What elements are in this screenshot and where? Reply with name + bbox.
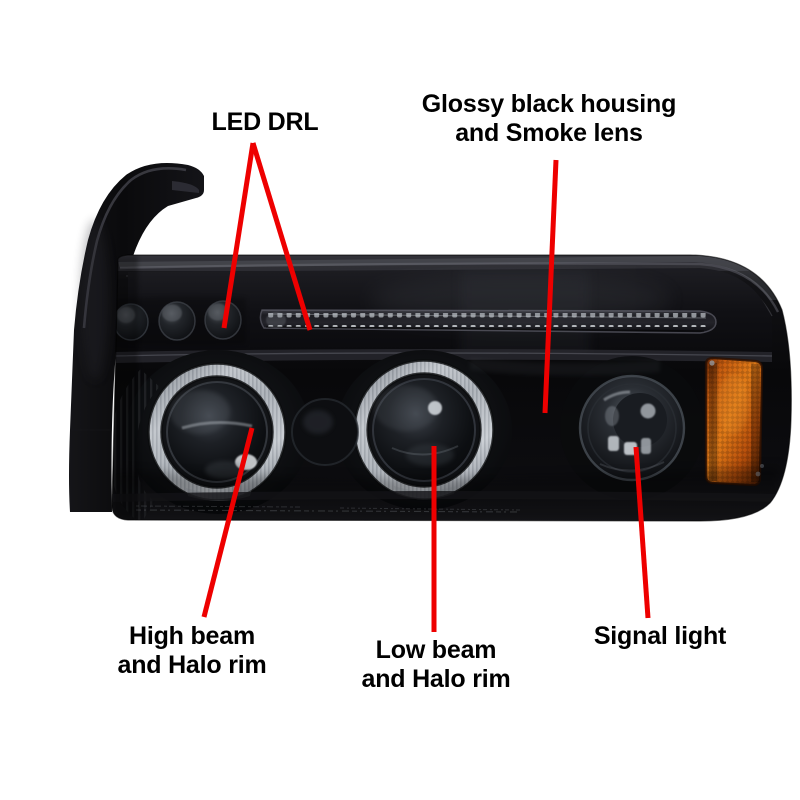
callout-line: and Halo rim [117, 650, 267, 679]
low-beam-projector [336, 350, 512, 510]
mounting-bracket [69, 162, 204, 513]
amber-signal-reflector [704, 356, 764, 487]
callout-label-signal-light: Signal light [593, 622, 727, 651]
headlight-housing [111, 254, 792, 522]
signal-projector [560, 356, 704, 500]
callout-line: LED DRL [211, 108, 319, 136]
callout-label-high-beam: High beam and Halo rim [117, 622, 266, 679]
callout-line: High beam [129, 622, 255, 650]
callout-label-low-beam: Low beam and Halo rim [361, 636, 510, 693]
callout-line: Low beam [375, 636, 497, 664]
callout-line: Signal light [593, 622, 727, 650]
callout-label-led-drl: LED DRL [212, 108, 319, 137]
callout-line: Glossy black housing [421, 90, 677, 118]
callout-line: and Halo rim [361, 664, 511, 693]
mid-reflector [291, 398, 359, 466]
callout-line: and Smoke lens [455, 118, 643, 147]
callout-label-glossy-housing: Glossy black housing and Smoke lens [421, 90, 677, 147]
